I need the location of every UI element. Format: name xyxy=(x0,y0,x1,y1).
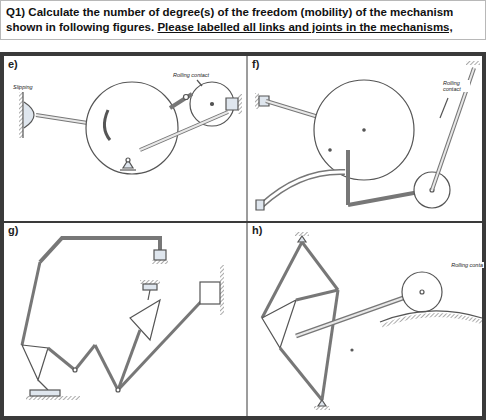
figure-letter: f) xyxy=(251,58,260,70)
annotation: Slipping xyxy=(12,84,34,90)
figure-letter: e) xyxy=(7,58,19,70)
figure-letter: h) xyxy=(251,224,263,236)
figure-letter: g) xyxy=(7,224,19,236)
question-text: Q1) Calculate the number of degree(s) of… xyxy=(6,5,480,35)
annotation: Rolling conta xyxy=(450,262,484,268)
question-box: Q1) Calculate the number of degree(s) of… xyxy=(0,0,486,40)
underlined-instruction: Please labelled all links and joints in … xyxy=(157,21,452,33)
annotation: Rolling contact xyxy=(172,72,210,78)
annotation: Rolling contact xyxy=(442,80,470,92)
